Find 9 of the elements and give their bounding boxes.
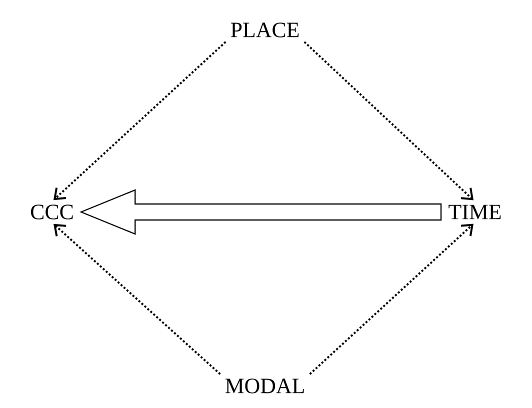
dotted-arrow xyxy=(53,41,226,200)
dotted-arrow xyxy=(309,224,474,375)
text-label: CCC xyxy=(30,204,73,220)
text-label: TIME xyxy=(448,204,501,220)
text-label: MODAL xyxy=(225,378,304,394)
dotted-arrow xyxy=(304,41,474,200)
text-label: PLACE xyxy=(230,22,299,38)
block-arrow xyxy=(80,189,442,235)
dotted-arrow xyxy=(53,224,221,375)
